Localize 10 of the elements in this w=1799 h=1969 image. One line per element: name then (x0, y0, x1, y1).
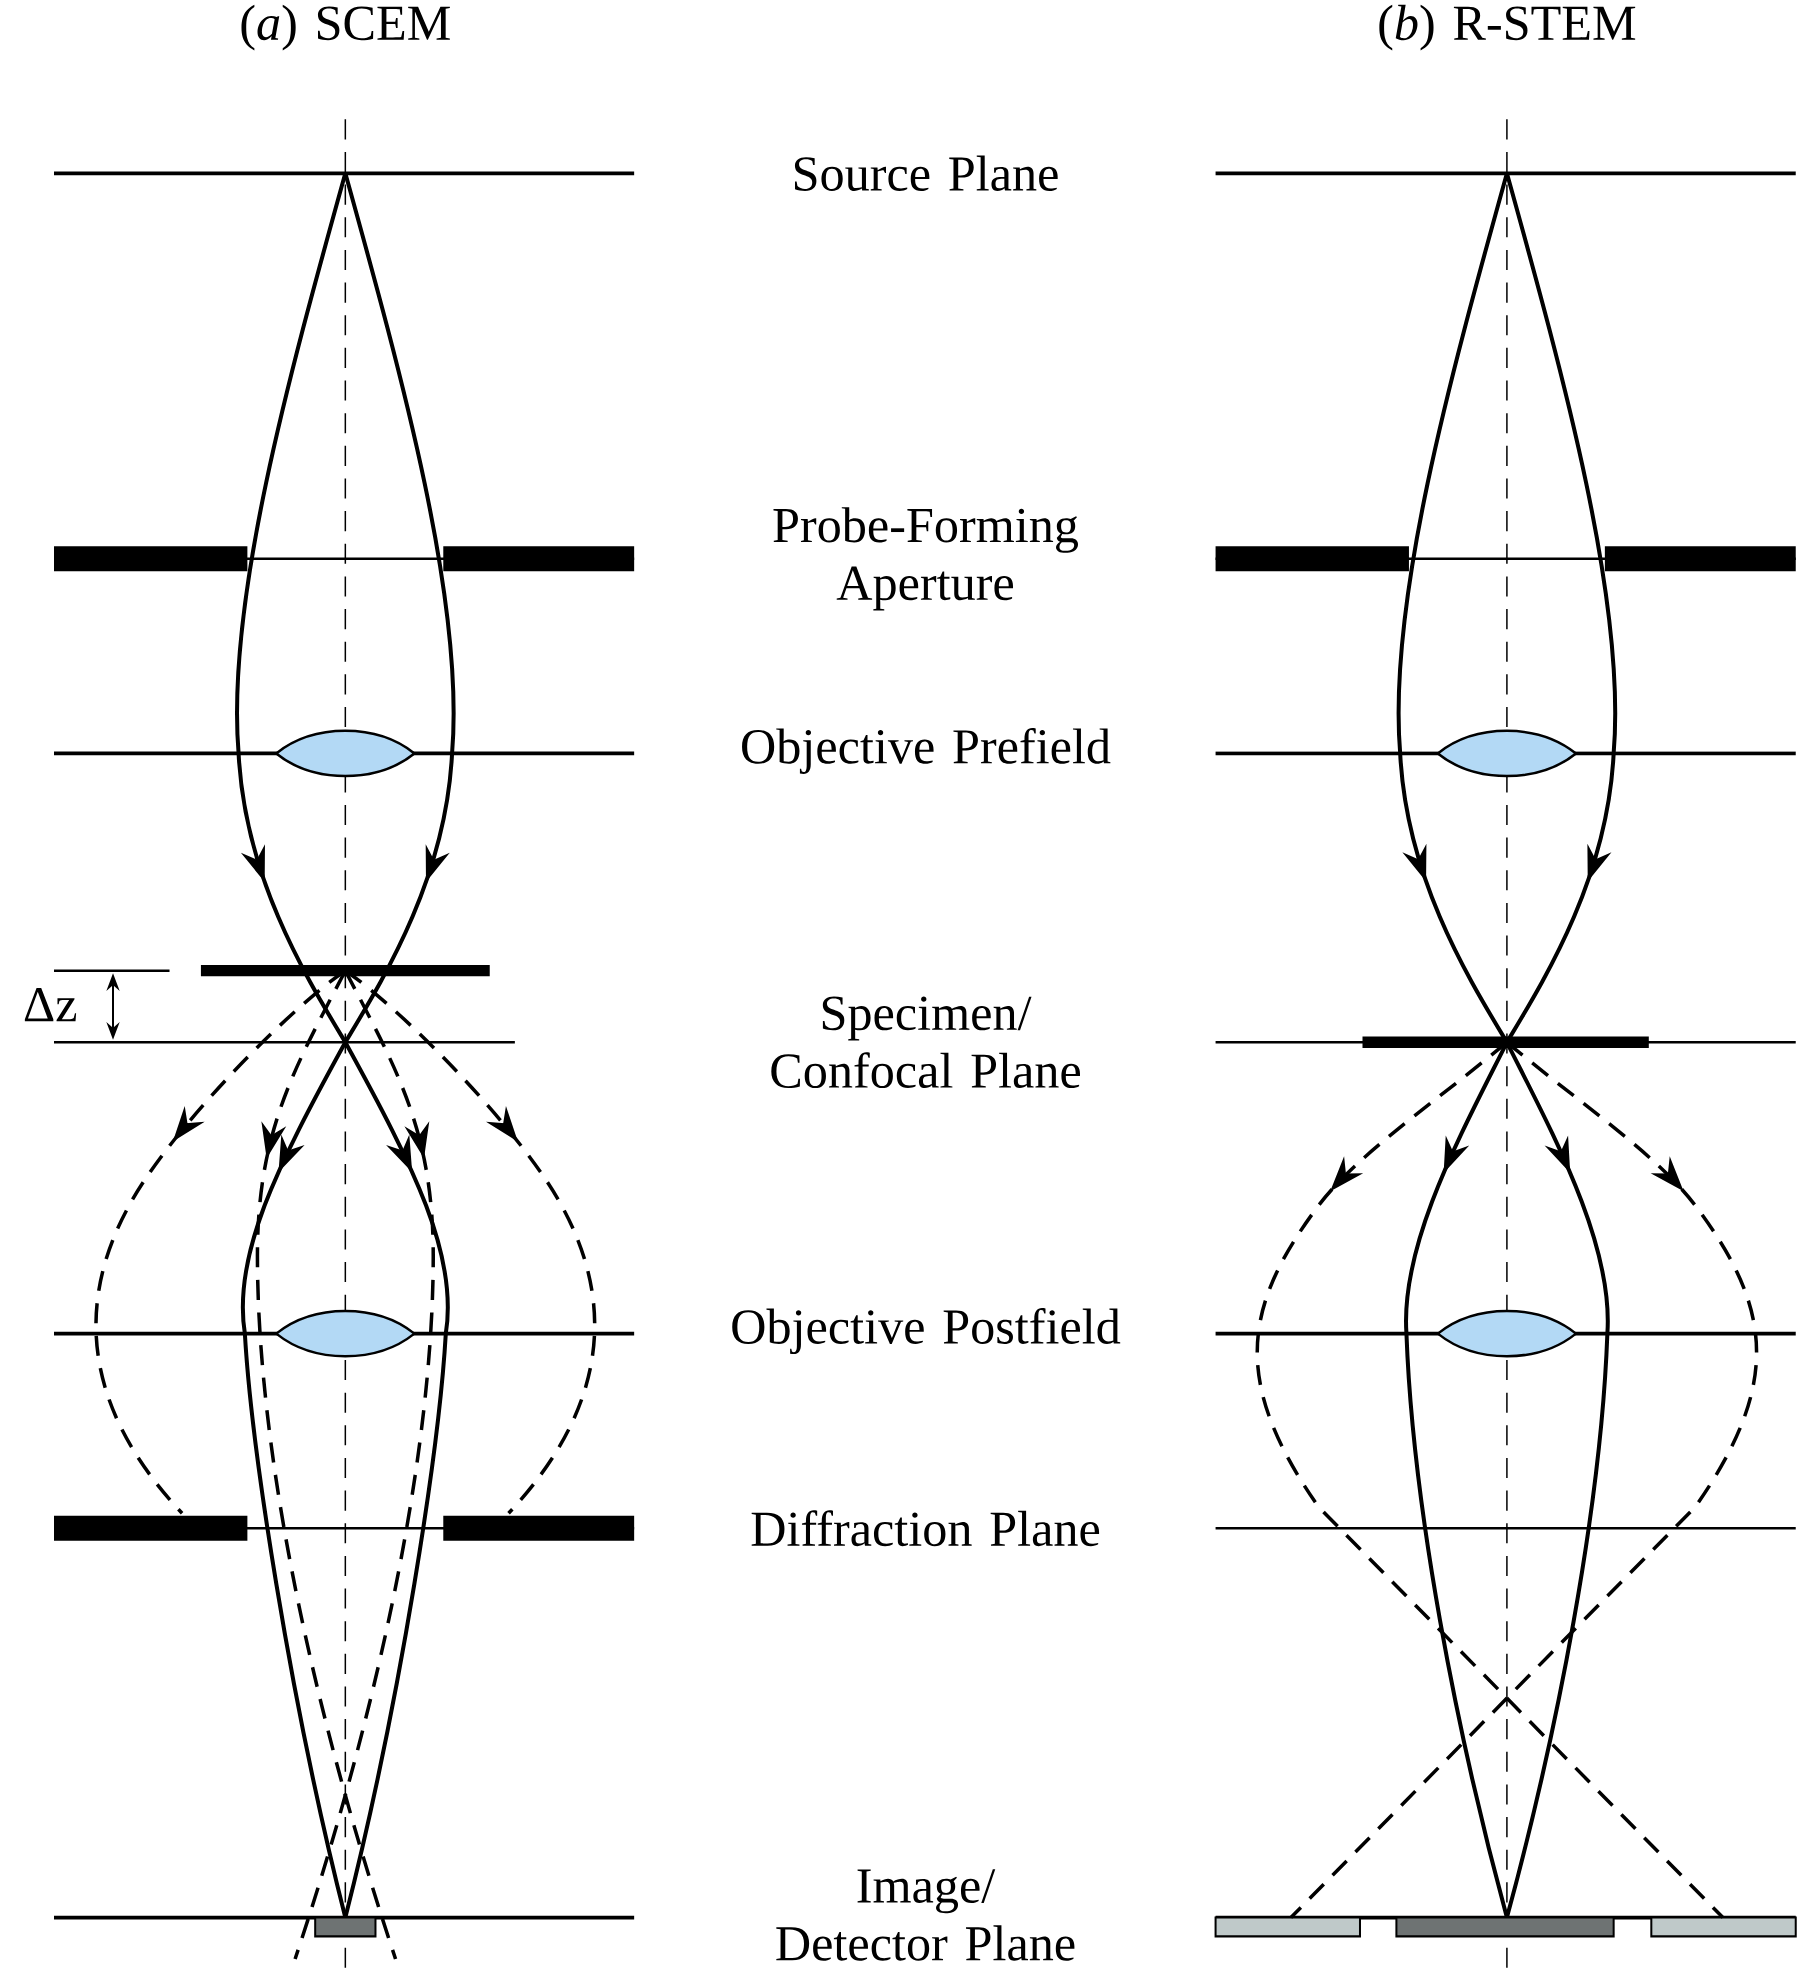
plane-label: Probe-Forming Aperture (773, 507, 1078, 611)
plane-label: Source Plane (794, 155, 1058, 191)
panel-title: (a) SCEM (241, 4, 450, 51)
dimension-label: Δz (24, 988, 76, 1022)
plane-label: Objective Prefield (741, 727, 1111, 774)
plane-label: Diffraction Plane (751, 1510, 1099, 1547)
plane-label: Objective Postfield (732, 1308, 1120, 1355)
plane-label: Specimen/ Confocal Plane (771, 996, 1080, 1088)
plane-label: Image/ Detector Plane (776, 1869, 1075, 1961)
panel-title: (b) R-STEM (1379, 4, 1635, 51)
